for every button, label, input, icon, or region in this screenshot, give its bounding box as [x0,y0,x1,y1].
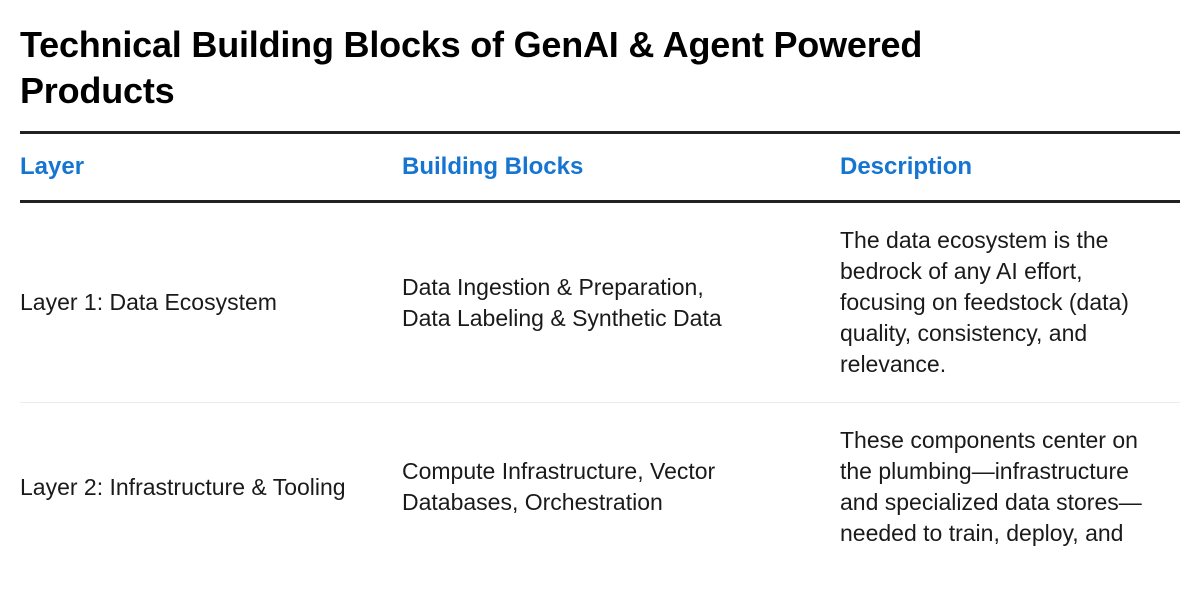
cell-description-text: The data ecosystem is the bedrock of any… [840,227,1129,377]
cell-layer-text: Layer 2: Infrastructure & Tooling [20,473,346,500]
table-header: Layer Building Blocks Description [20,133,1180,202]
table-row: Layer 2: Infrastructure & Tooling Comput… [20,402,1180,571]
cell-layer-text: Layer 1: Data Ecosystem [20,289,277,315]
column-header-layer[interactable]: Layer [20,153,85,180]
table-row: Layer 1: Data Ecosystem Data Ingestion &… [20,202,1180,403]
table-container: Layer Building Blocks Description Layer … [0,131,1200,571]
cell-description: These components center on the plumbing—… [840,402,1180,571]
column-header-building-blocks[interactable]: Building Blocks [402,153,584,180]
building-blocks-table: Layer Building Blocks Description Layer … [20,131,1180,571]
cell-layer: Layer 1: Data Ecosystem [20,202,402,403]
cell-description-text: These components center on the plumbing—… [840,427,1142,546]
cell-description: The data ecosystem is the bedrock of any… [840,202,1180,403]
table-body: Layer 1: Data Ecosystem Data Ingestion &… [20,202,1180,571]
cell-building-blocks: Data Ingestion & Preparation, Data Label… [402,202,840,403]
cell-building-blocks-text: Data Ingestion & Preparation, Data Label… [402,273,722,331]
column-header-description[interactable]: Description [840,153,973,180]
page-title: Technical Building Blocks of GenAI & Age… [20,24,923,111]
cell-building-blocks-text: Compute Infrastructure, Vector Databases… [402,458,716,515]
cell-building-blocks: Compute Infrastructure, Vector Databases… [402,402,840,571]
cell-layer: Layer 2: Infrastructure & Tooling [20,402,402,571]
table-header-row: Layer Building Blocks Description [20,133,1180,202]
